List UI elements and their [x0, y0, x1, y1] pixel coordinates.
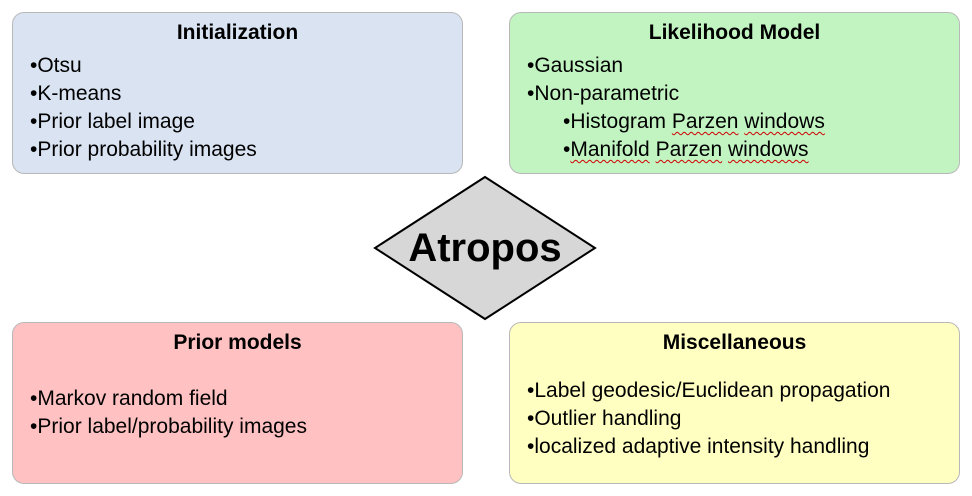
- spellcheck-flagged-word: Manifold: [570, 138, 650, 161]
- list-item-text: •localized adaptive intensity handling: [527, 435, 870, 458]
- atropos-center-node: Atropos: [372, 175, 598, 321]
- list-item: •Prior label image: [30, 108, 456, 136]
- initialization-list: •Otsu •K-means •Prior label image •Prior pr…: [30, 52, 456, 164]
- likelihood-model-panel: Likelihood Model •Gaussian •Non-parametri…: [509, 12, 960, 174]
- list-item-text: •Prior label/probability images: [30, 415, 307, 438]
- list-item: •Prior label/probability images: [30, 413, 456, 441]
- list-item: •Markov random field: [30, 385, 456, 413]
- list-item: •Gaussian: [527, 52, 953, 80]
- list-item: •Otsu: [30, 52, 456, 80]
- list-item: •Prior probability images: [30, 136, 456, 164]
- list-item-text: •Label geodesic/Euclidean propagation: [527, 379, 891, 402]
- miscellaneous-panel: Miscellaneous •Label geodesic/Euclidean …: [509, 322, 960, 484]
- panel-title: Prior models: [173, 331, 302, 354]
- spellcheck-flagged-word: Parzen: [671, 110, 739, 133]
- initialization-panel: Initialization •Otsu •K-means •Prior label…: [12, 12, 463, 174]
- spellcheck-flagged-word: Parzen: [655, 138, 723, 161]
- prior-models-panel: Prior models •Markov random field •Prior …: [12, 322, 463, 484]
- panel-title: Likelihood Model: [648, 21, 821, 44]
- likelihood-model-list: •Gaussian •Non-parametric •Histogram Parze…: [527, 52, 953, 164]
- list-item-text: •Otsu: [30, 54, 82, 77]
- prior-models-list: •Markov random field •Prior label/probabi…: [30, 385, 456, 441]
- spellcheck-flagged-word: windows: [727, 138, 809, 161]
- list-item-text: •K-means: [30, 82, 122, 105]
- miscellaneous-list: •Label geodesic/Euclidean propagation •Ou…: [527, 377, 953, 461]
- list-item-text: •Histogram: [563, 110, 672, 133]
- list-item-text: •Prior label image: [30, 110, 195, 133]
- list-item: •localized adaptive intensity handling: [527, 433, 953, 461]
- list-item: •Non-parametric: [527, 80, 953, 108]
- list-item: •Outlier handling: [527, 405, 953, 433]
- list-item-text: •Markov random field: [30, 387, 228, 410]
- diamond-shape: [373, 175, 597, 321]
- list-item-text: •Gaussian: [527, 54, 624, 77]
- panel-title: Miscellaneous: [662, 331, 807, 354]
- list-item: •K-means: [30, 80, 456, 108]
- list-item: •Label geodesic/Euclidean propagation: [527, 377, 953, 405]
- atropos-label: Atropos: [408, 226, 562, 270]
- list-item: •Histogram Parzen windows: [527, 108, 953, 136]
- list-item: •Manifold Parzen windows: [527, 136, 953, 164]
- list-item-text: •Outlier handling: [527, 407, 682, 430]
- list-item-text: •Non-parametric: [527, 82, 680, 105]
- spellcheck-flagged-word: windows: [744, 110, 825, 133]
- list-item-text: •: [563, 138, 571, 161]
- panel-title: Initialization: [176, 21, 299, 44]
- list-item-text: •Prior probability images: [30, 138, 257, 161]
